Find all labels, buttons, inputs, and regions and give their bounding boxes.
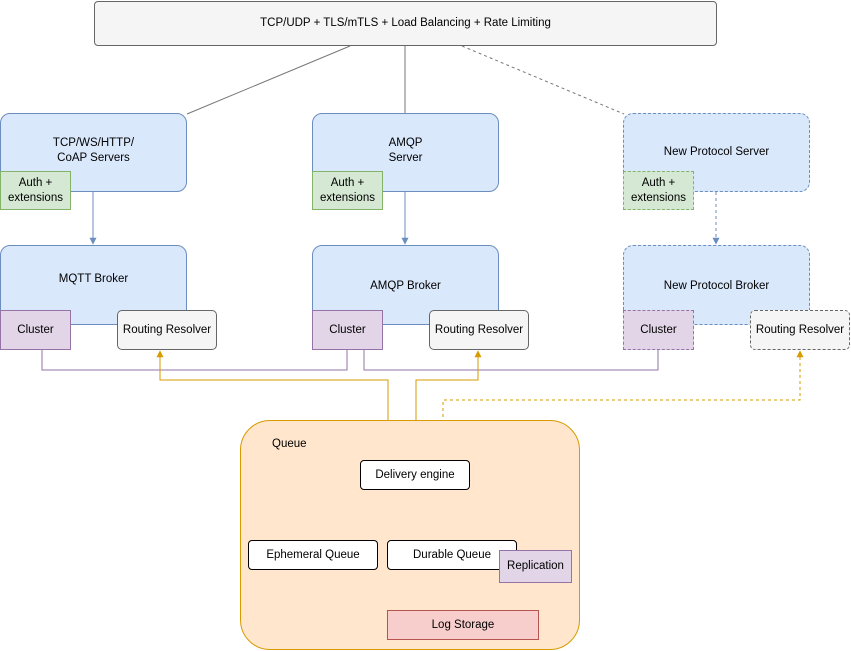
- cluster-label: Cluster: [640, 323, 677, 336]
- cluster-link-1-2: [41, 350, 348, 371]
- broker-label: AMQP Broker: [370, 280, 441, 292]
- resolver-3-to-delivery-arrow: [439, 350, 804, 461]
- auth-extensions-box: Auth + extensions: [312, 171, 383, 210]
- auth-extensions-box: Auth + extensions: [623, 171, 694, 210]
- ephemeral-queue-box: Ephemeral Queue: [248, 540, 378, 570]
- auth-label: Auth + extensions: [320, 176, 375, 204]
- routing-resolver-box: Routing Resolver: [117, 310, 217, 350]
- banner-to-server-1-line: [186, 45, 351, 115]
- routing-resolver-label: Routing Resolver: [755, 323, 845, 336]
- auth-extensions-box: Auth + extensions: [0, 171, 71, 210]
- routing-resolver-box: Routing Resolver: [750, 310, 850, 350]
- replication-box: Replication: [499, 550, 572, 583]
- auth-label: Auth + extensions: [8, 176, 63, 204]
- delivery-engine-label: Delivery engine: [375, 468, 455, 481]
- durable-queue-label: Durable Queue: [413, 548, 491, 561]
- ephemeral-queue-label: Ephemeral Queue: [266, 548, 360, 561]
- cluster-link-2-3: [363, 350, 659, 371]
- broker-label: New Protocol Broker: [663, 280, 770, 292]
- queue-title: Queue: [272, 438, 307, 450]
- cluster-box: Cluster: [0, 310, 71, 350]
- routing-resolver-label: Routing Resolver: [434, 323, 524, 336]
- cluster-box: Cluster: [312, 310, 383, 350]
- cluster-box: Cluster: [623, 310, 694, 350]
- cluster-label: Cluster: [329, 323, 366, 336]
- log-storage-label: Log Storage: [431, 618, 495, 631]
- routing-resolver-box: Routing Resolver: [429, 310, 529, 350]
- replication-label: Replication: [507, 560, 564, 572]
- server-label: TCP/WS/HTTP/ CoAP Servers: [52, 136, 135, 164]
- routing-resolver-label: Routing Resolver: [122, 323, 212, 336]
- delivery-engine-box: Delivery engine: [360, 460, 470, 490]
- banner-to-server-3-line: [461, 45, 625, 115]
- durable-queue-box: Durable Queue: [387, 540, 517, 570]
- auth-label: Auth + extensions: [631, 176, 686, 204]
- cluster-label: Cluster: [17, 323, 54, 336]
- load-balancer-banner-label: TCP/UDP + TLS/mTLS + Load Balancing + Ra…: [260, 17, 551, 29]
- load-balancer-banner: TCP/UDP + TLS/mTLS + Load Balancing + Ra…: [94, 1, 717, 46]
- log-storage-box: Log Storage: [387, 610, 539, 640]
- server-label: New Protocol Server: [663, 146, 770, 158]
- server-label: AMQP Server: [388, 136, 423, 164]
- broker-label: MQTT Broker: [58, 273, 129, 285]
